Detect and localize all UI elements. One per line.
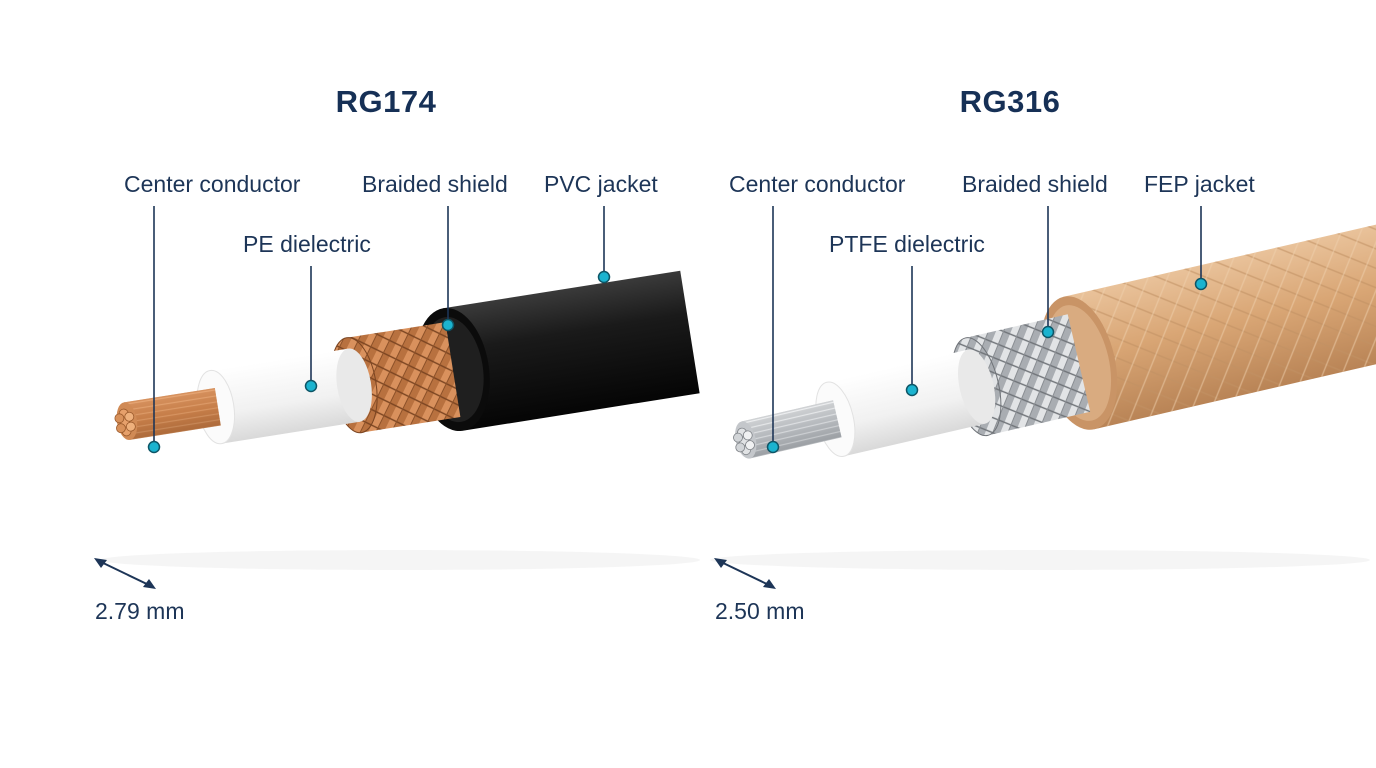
rg316-conductor-shape xyxy=(733,400,842,459)
rg174-jacket-label: PVC jacket xyxy=(544,171,658,197)
rg174-title: RG174 xyxy=(335,84,437,119)
rg316-center-conductor-label: Center conductor xyxy=(729,171,906,197)
rg174-conductor-shape xyxy=(114,388,221,440)
rg174-dielectric-marker xyxy=(304,379,318,393)
rg174-shield-marker xyxy=(441,318,455,332)
rg174-dielectric-label: PE dielectric xyxy=(243,231,371,257)
rg316-dielectric-shape xyxy=(815,349,996,458)
rg174-center-conductor-label: Center conductor xyxy=(124,171,301,197)
rg174-jacket-marker xyxy=(597,270,611,284)
rg174-dimension-arrow xyxy=(94,558,156,589)
rg174-conductor-marker xyxy=(147,440,161,454)
rg316-shield-marker xyxy=(1041,325,1055,339)
rg316-dimension-label: 2.50 mm xyxy=(715,598,805,624)
rg316-title: RG316 xyxy=(959,84,1061,119)
rg174-dimension-label: 2.79 mm xyxy=(95,598,185,624)
rg174-dielectric-shape xyxy=(196,348,372,445)
rg316-cable-illustration xyxy=(733,222,1376,459)
rg316-shadow xyxy=(710,550,1370,570)
rg316-dielectric-marker xyxy=(905,383,919,397)
rg316-shield-label: Braided shield xyxy=(962,171,1108,197)
rg316-conductor-marker xyxy=(766,440,780,454)
rg174-shadow xyxy=(100,550,700,570)
rg316-dimension-arrow xyxy=(714,558,776,589)
rg174-shield-label: Braided shield xyxy=(362,171,508,197)
rg316-dielectric-label: PTFE dielectric xyxy=(829,231,985,257)
rg316-jacket-marker xyxy=(1194,277,1208,291)
rg316-jacket-label: FEP jacket xyxy=(1144,171,1255,197)
rg174-cable-illustration xyxy=(114,270,700,445)
